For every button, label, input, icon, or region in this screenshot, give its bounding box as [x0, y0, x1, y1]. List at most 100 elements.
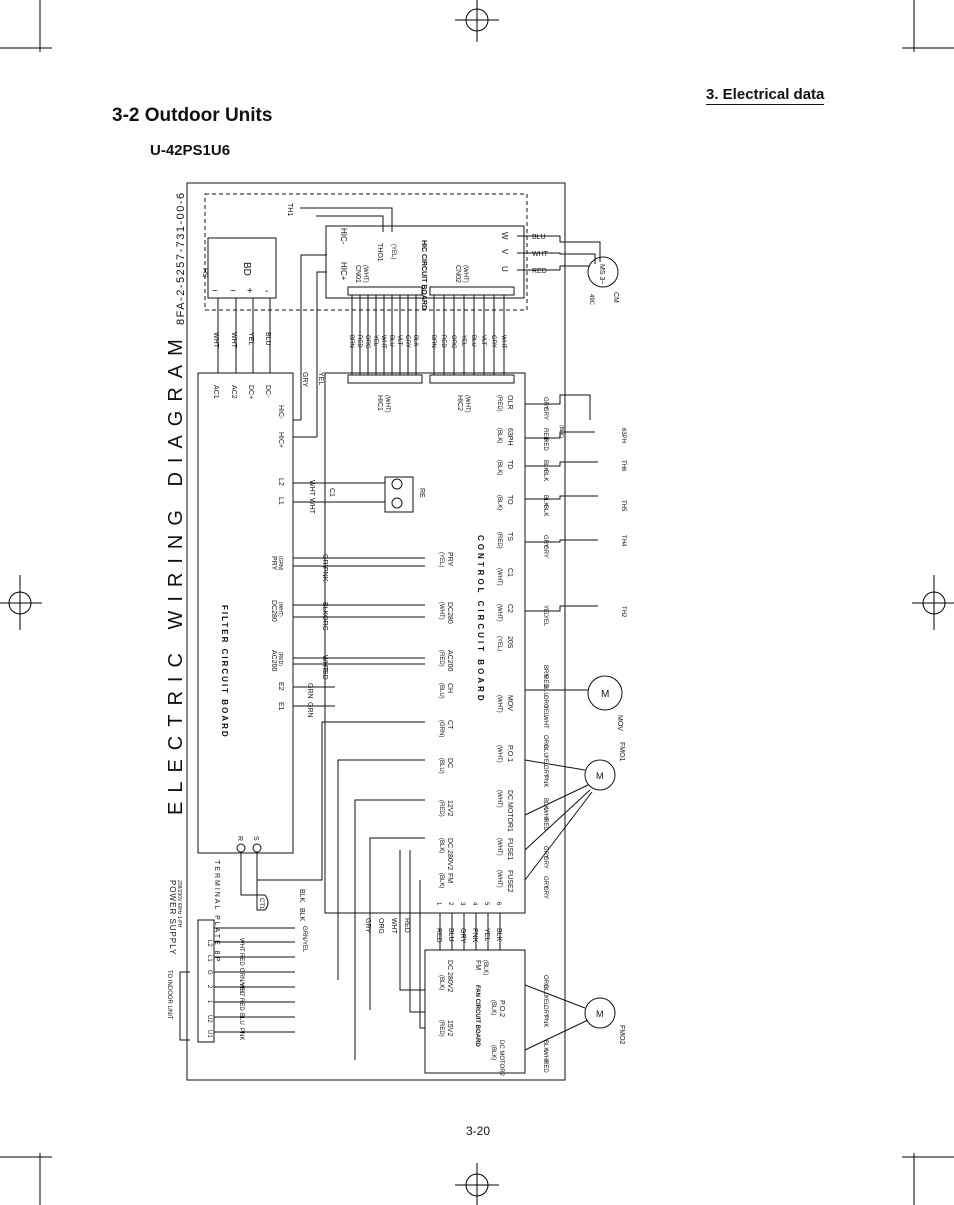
sensor-wire-dcm1: BLK — [542, 798, 548, 809]
tho1-label: THO1 — [376, 243, 383, 262]
fan-dc280v2-color: (BLK) — [438, 975, 444, 990]
fan-fm-color: (BLK) — [482, 960, 488, 975]
control-board — [324, 372, 526, 914]
ctrl-left-color: (WHT) — [438, 602, 444, 620]
sensor-wire-mov: WHT — [542, 715, 548, 729]
cn01-wire: BRN — [348, 335, 354, 348]
cn01-wire: GRY — [404, 335, 410, 348]
fm-pin: 6 — [495, 902, 501, 906]
power-supply-label: POWER SUPPLY — [168, 880, 177, 955]
cn02-wire: BRN — [430, 335, 436, 348]
ctrl-right-color: (WHT) — [496, 568, 502, 586]
ctrl-right-color: (WHT) — [496, 790, 502, 808]
filter-ac200: AC200 — [270, 650, 277, 672]
sensor-wire-to: BLK — [542, 505, 548, 516]
ground-wire: GRN/YEL — [301, 926, 307, 953]
ct-wire-1: BLK — [298, 889, 305, 903]
yel-wire: YEL — [317, 372, 324, 385]
c1-label: C1 — [328, 488, 335, 497]
sensor-wire-ph63: RED — [542, 428, 548, 441]
fm-wire: GRY — [459, 928, 466, 943]
ctrl-right-name: C1 — [506, 568, 513, 577]
bd-terminal-1: ~ — [212, 286, 218, 297]
phase-u: U — [500, 266, 509, 272]
sensor-wire-fuse2: GRY — [542, 876, 548, 889]
ctrl-left-color: (BLU) — [438, 758, 444, 774]
filter-ac2: AC2 — [230, 385, 237, 399]
terminal-pin: L2 — [206, 940, 212, 947]
cn02-connector — [429, 286, 515, 296]
sensor-wire-olr: GRY — [542, 397, 548, 410]
cn02-wire: YEL — [460, 335, 466, 347]
cn02-wire: WHT — [500, 335, 506, 349]
ct-wire-2: BLK — [298, 908, 305, 922]
filter-l1: L1 — [277, 497, 284, 505]
fm-pin: 5 — [483, 902, 489, 906]
fm-pin: 1 — [435, 902, 441, 906]
terminal-name: TERMINAL PLATE 8P — [213, 860, 220, 963]
hs-enclosure — [204, 193, 528, 311]
fm-wire: YEL — [483, 928, 490, 941]
fan-fm: FM — [474, 960, 481, 970]
fan-15v2: 15V2 — [446, 1020, 453, 1036]
cn01-connector — [347, 286, 423, 296]
ctrl-left-color: (YEL) — [438, 552, 444, 567]
motor-m-mov: M — [601, 689, 609, 700]
sensor-wire-ts: GRY — [542, 545, 548, 558]
th1-label: TH1 — [286, 203, 293, 216]
fm-wire: RED — [435, 928, 442, 943]
sensor-wire-td: BLK — [542, 470, 548, 481]
diagram-frame — [186, 182, 566, 1081]
filter-l2: L2 — [277, 478, 284, 486]
sensor-wire-po2: YEL — [542, 995, 548, 1007]
terminal-wire: RED — [238, 953, 244, 966]
control-board-name: CONTROL CIRCUIT BOARD — [476, 535, 485, 704]
cn01-wire: RED — [356, 335, 362, 348]
hic-ribbon — [351, 295, 505, 375]
fmo2-label: FMO2 — [618, 1025, 625, 1045]
ctrl-right-name: TD — [506, 460, 513, 469]
ctrl-left-color: (GRN) — [438, 720, 444, 737]
ctrl-left-name: CT — [446, 720, 453, 730]
ctrl-right-color: (YEL) — [496, 636, 502, 651]
terminal-wire: BLU — [238, 1013, 244, 1025]
filter-board-name: FILTER CIRCUIT BOARD — [220, 605, 229, 739]
sensor-label: TH5 — [620, 500, 626, 512]
filter-hic-plus: HIC+ — [277, 432, 284, 448]
sensor-wire-mov: BLU — [542, 685, 548, 697]
ctrl-left-name: AC200 — [446, 650, 453, 672]
r49c-label: 49C — [588, 294, 594, 306]
hic-board — [325, 225, 525, 299]
fan-dcm2-color: (BLK) — [490, 1045, 496, 1060]
ctrl-left-name: DC280 — [446, 602, 453, 624]
to-indoor-label: TO INDOOR UNIT — [166, 970, 172, 1020]
re-label: RE — [418, 488, 425, 498]
ctrl-right-color: (WHT) — [496, 838, 502, 856]
hic-plus: HIC+ — [339, 262, 348, 281]
sensor-wire-po2: BLU — [542, 985, 548, 997]
bd-label: BD — [241, 262, 252, 276]
filter-dc280: DC280 — [270, 600, 277, 622]
terminal-wire: GRN/YEL — [238, 968, 244, 995]
filter-board — [197, 372, 294, 854]
filter-dc-minus: DC- — [264, 385, 271, 398]
terminal-pin: G — [206, 970, 212, 975]
ctrl-left-color: (RED) — [438, 800, 444, 817]
ctrl-right-name: 20S — [506, 636, 513, 649]
ctrl-left-name: PRY — [446, 552, 453, 567]
power-spec: 208/230V 60Hz 1-PH — [176, 880, 182, 928]
hic2-color: (WHT) — [464, 395, 470, 413]
ctrl-left-name: DC — [446, 758, 453, 768]
ac200-wire-2: RED — [321, 665, 328, 680]
blk-small: (BLK) — [558, 425, 564, 438]
ctrl-left-color: (BLK) — [438, 873, 444, 888]
hic-board-name: HIC CIRCUIT BOARD — [420, 240, 427, 310]
sensor-wire-dcm2: BLK — [542, 1040, 548, 1051]
ctrl-drop-wire: RED — [403, 918, 410, 933]
phase-w: W — [500, 232, 509, 240]
fm-pin: 4 — [471, 902, 477, 906]
drawing-number: 8FA-2-5257-731-00-6 — [175, 191, 187, 325]
cn01-wire: BLU — [388, 335, 394, 347]
